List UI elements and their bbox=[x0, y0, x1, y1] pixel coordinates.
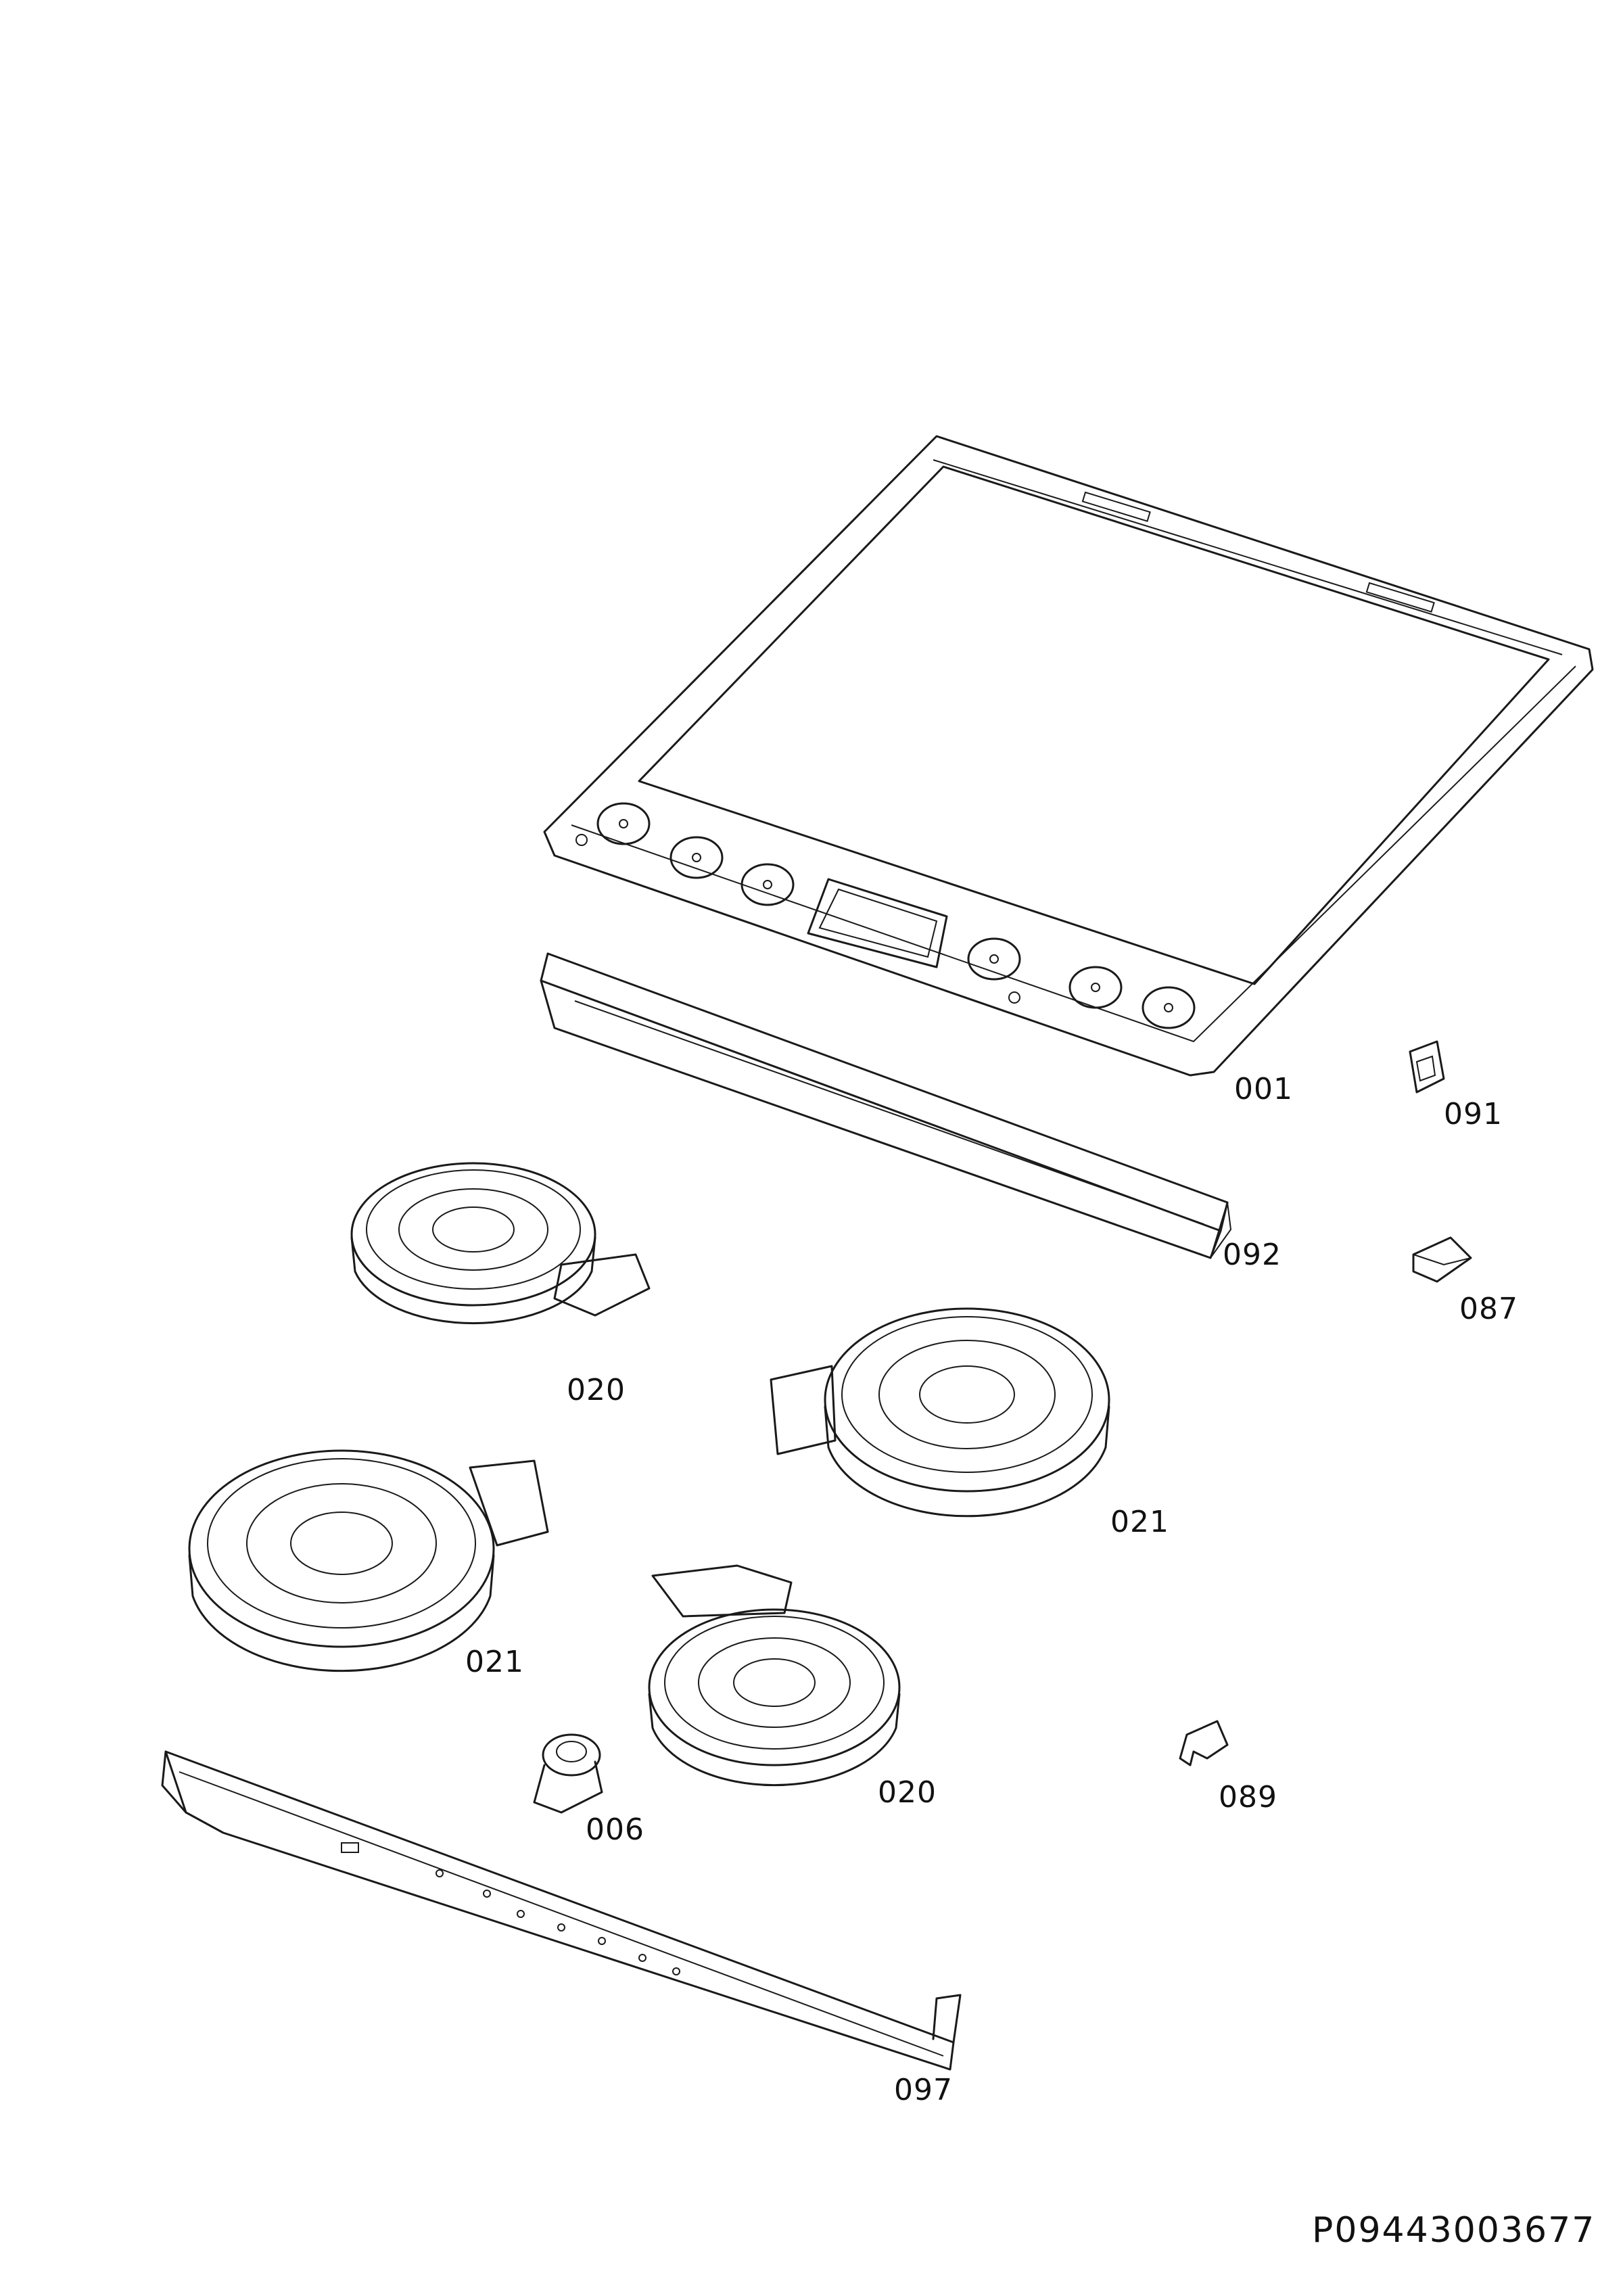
part-091-clip[interactable] bbox=[1409, 1040, 1445, 1094]
part-label-021-right: 021 bbox=[1110, 1505, 1169, 1539]
part-label-021-left: 021 bbox=[465, 1645, 524, 1679]
part-006-switch[interactable] bbox=[533, 1733, 603, 1814]
part-089-clip[interactable] bbox=[1179, 1720, 1229, 1766]
part-label-089: 089 bbox=[1219, 1780, 1277, 1814]
part-label-020-upper: 020 bbox=[567, 1373, 626, 1407]
part-label-001: 001 bbox=[1234, 1072, 1293, 1106]
part-021-heating-element-left[interactable] bbox=[188, 1449, 549, 1672]
part-097-mounting-rail[interactable] bbox=[161, 1750, 962, 2071]
part-label-092: 092 bbox=[1223, 1238, 1281, 1272]
part-021-heating-element-right[interactable] bbox=[770, 1307, 1110, 1518]
part-092-front-trim[interactable] bbox=[540, 952, 1232, 1259]
part-087-bracket[interactable] bbox=[1412, 1236, 1472, 1283]
part-020-heating-element-lower[interactable] bbox=[648, 1564, 901, 1787]
part-label-097: 097 bbox=[894, 2073, 953, 2107]
knob-icon bbox=[596, 802, 1196, 1029]
part-001-cooktop-frame[interactable] bbox=[543, 435, 1594, 1077]
part-label-006: 006 bbox=[586, 1812, 644, 1847]
document-id: P09443003677 bbox=[1312, 2210, 1596, 2251]
part-label-020-lower: 020 bbox=[878, 1775, 937, 1810]
part-label-091: 091 bbox=[1444, 1097, 1503, 1131]
part-label-087: 087 bbox=[1459, 1292, 1518, 1326]
part-020-heating-element-upper[interactable] bbox=[350, 1162, 651, 1325]
